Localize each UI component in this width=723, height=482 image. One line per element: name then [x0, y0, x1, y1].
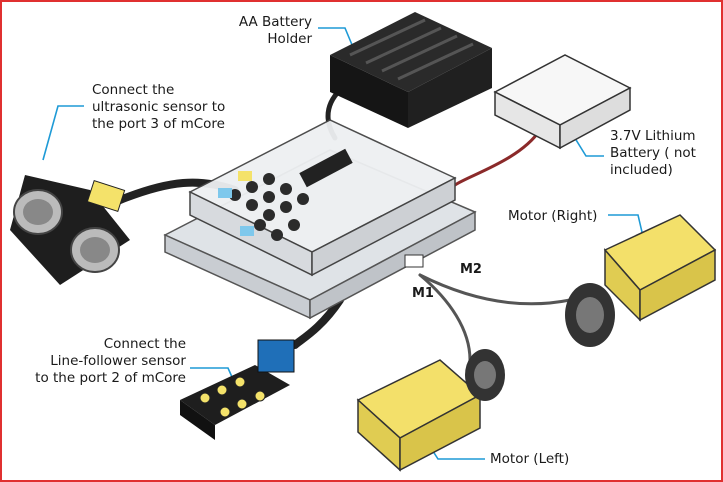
label-line-follower-sensor: Connect the Line-follower sensor to the …	[18, 336, 186, 387]
label-line: Connect the	[103, 336, 186, 352]
label-lithium-battery: 3.7V Lithium Battery ( not included)	[610, 128, 696, 179]
label-line: the port 3 of mCore	[92, 116, 225, 132]
mcore-board	[163, 119, 477, 320]
label-line: 3.7V Lithium	[610, 128, 696, 144]
callout-battery-holder	[318, 27, 356, 53]
lithium-cable	[453, 128, 542, 187]
motor-right	[565, 214, 717, 347]
port-m1-label: M1	[412, 286, 434, 301]
label-line: included)	[610, 162, 673, 178]
ultrasonic-sensor	[10, 175, 130, 285]
line-follower-cable	[291, 296, 344, 349]
motor-right-wire	[418, 273, 572, 306]
lithium-battery	[493, 54, 632, 150]
label-line: AA Battery	[238, 14, 312, 30]
port-m2-label: M2	[460, 262, 482, 277]
aa-battery-holder	[330, 12, 492, 128]
label-line: Battery ( not	[610, 145, 696, 161]
label-line: to the port 2 of mCore	[35, 370, 186, 386]
label-ultrasonic-sensor: Connect the ultrasonic sensor to the por…	[92, 82, 225, 133]
label-motor-left: Motor (Left)	[490, 451, 570, 467]
label-line: Line-follower sensor	[50, 353, 186, 369]
label-aa-battery-holder: AA Battery Holder	[220, 14, 312, 48]
line-follower-sensor	[180, 339, 295, 440]
label-line: Holder	[267, 31, 312, 47]
callout-ultrasonic	[42, 105, 84, 161]
motor-left	[356, 349, 505, 472]
label-line: ultrasonic sensor to	[92, 99, 226, 115]
motor-left-wire	[418, 273, 472, 362]
label-motor-right: Motor (Right)	[508, 208, 598, 224]
label-line: Connect the	[92, 82, 175, 98]
